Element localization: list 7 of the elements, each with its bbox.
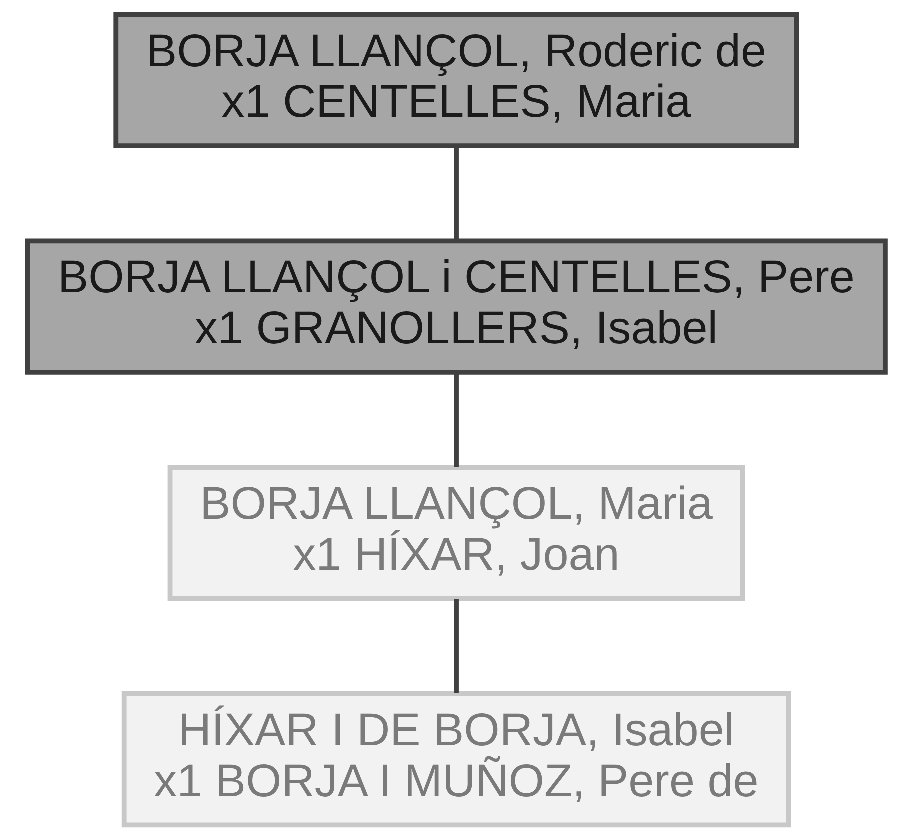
node-box: BORJA LLANÇOL i CENTELLES, Pere x1 GRANOLLERS, Isabel <box>24 238 888 375</box>
connector <box>454 599 458 694</box>
connector <box>454 373 458 468</box>
node-box: BORJA LLANÇOL, Roderic de x1 CENTELLES, Maria <box>113 12 799 149</box>
connector <box>454 146 458 241</box>
node-box: BORJA LLANÇOL, Maria x1 HÍXAR, Joan <box>167 465 745 602</box>
node-box: HÍXAR I DE BORJA, Isabel x1 BORJA I MUÑOZ, Pere de <box>121 691 791 828</box>
